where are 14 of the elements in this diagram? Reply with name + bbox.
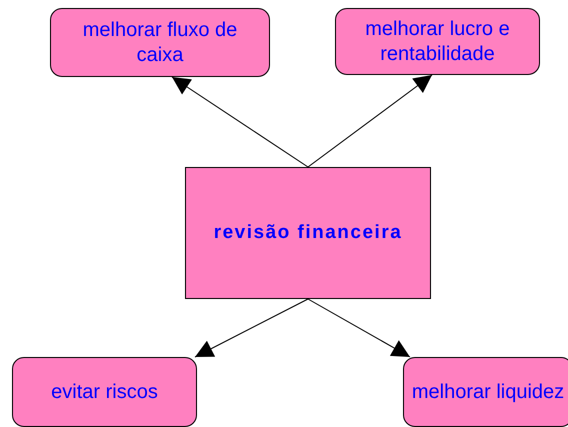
central-box bbox=[185, 167, 431, 299]
arrow bbox=[308, 298, 410, 358]
goal-box bbox=[403, 357, 568, 427]
node-label: melhorar fluxo de caixa bbox=[82, 18, 238, 68]
goal-box bbox=[50, 8, 270, 77]
arrow bbox=[172, 76, 308, 168]
node-label: revisão financeira bbox=[214, 221, 402, 245]
node-label: evitar riscos bbox=[51, 380, 158, 404]
arrow bbox=[194, 298, 308, 358]
node-label: melhorar liquidez bbox=[412, 380, 564, 404]
node-label: melhorar lucro e rentabilidade bbox=[364, 16, 511, 66]
goal-box bbox=[335, 8, 540, 75]
arrow bbox=[308, 74, 432, 168]
goal-box bbox=[12, 357, 197, 427]
